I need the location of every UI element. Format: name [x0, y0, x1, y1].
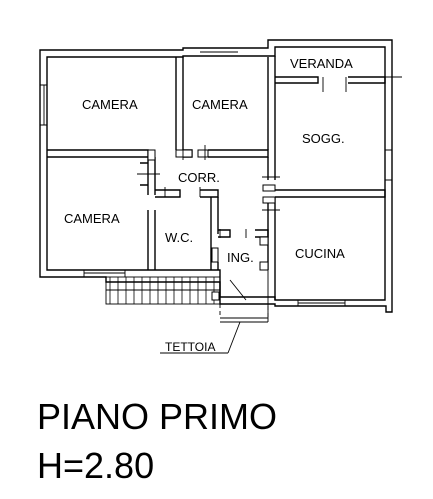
- staircase: [105, 276, 221, 305]
- room-label-veranda: VERANDA: [290, 56, 353, 71]
- room-label-corridoio: CORR.: [178, 170, 220, 185]
- ceiling-height: H=2.80: [37, 445, 155, 486]
- room-label-camera-nw: CAMERA: [82, 97, 138, 112]
- canopy-label: TETTOIA: [165, 340, 215, 354]
- room-label-camera-n: CAMERA: [192, 97, 248, 112]
- room-label-ingresso: ING.: [227, 250, 254, 265]
- room-label-wc: W.C.: [165, 230, 193, 245]
- floor-title: PIANO PRIMO: [37, 396, 278, 437]
- room-label-soggiorno: SOGG.: [302, 131, 345, 146]
- room-label-camera-w: CAMERA: [64, 211, 120, 226]
- door-jambs: [137, 77, 347, 271]
- canopy-outline: [160, 270, 269, 354]
- interior-walls: [47, 56, 386, 300]
- room-label-cucina: CUCINA: [295, 246, 345, 261]
